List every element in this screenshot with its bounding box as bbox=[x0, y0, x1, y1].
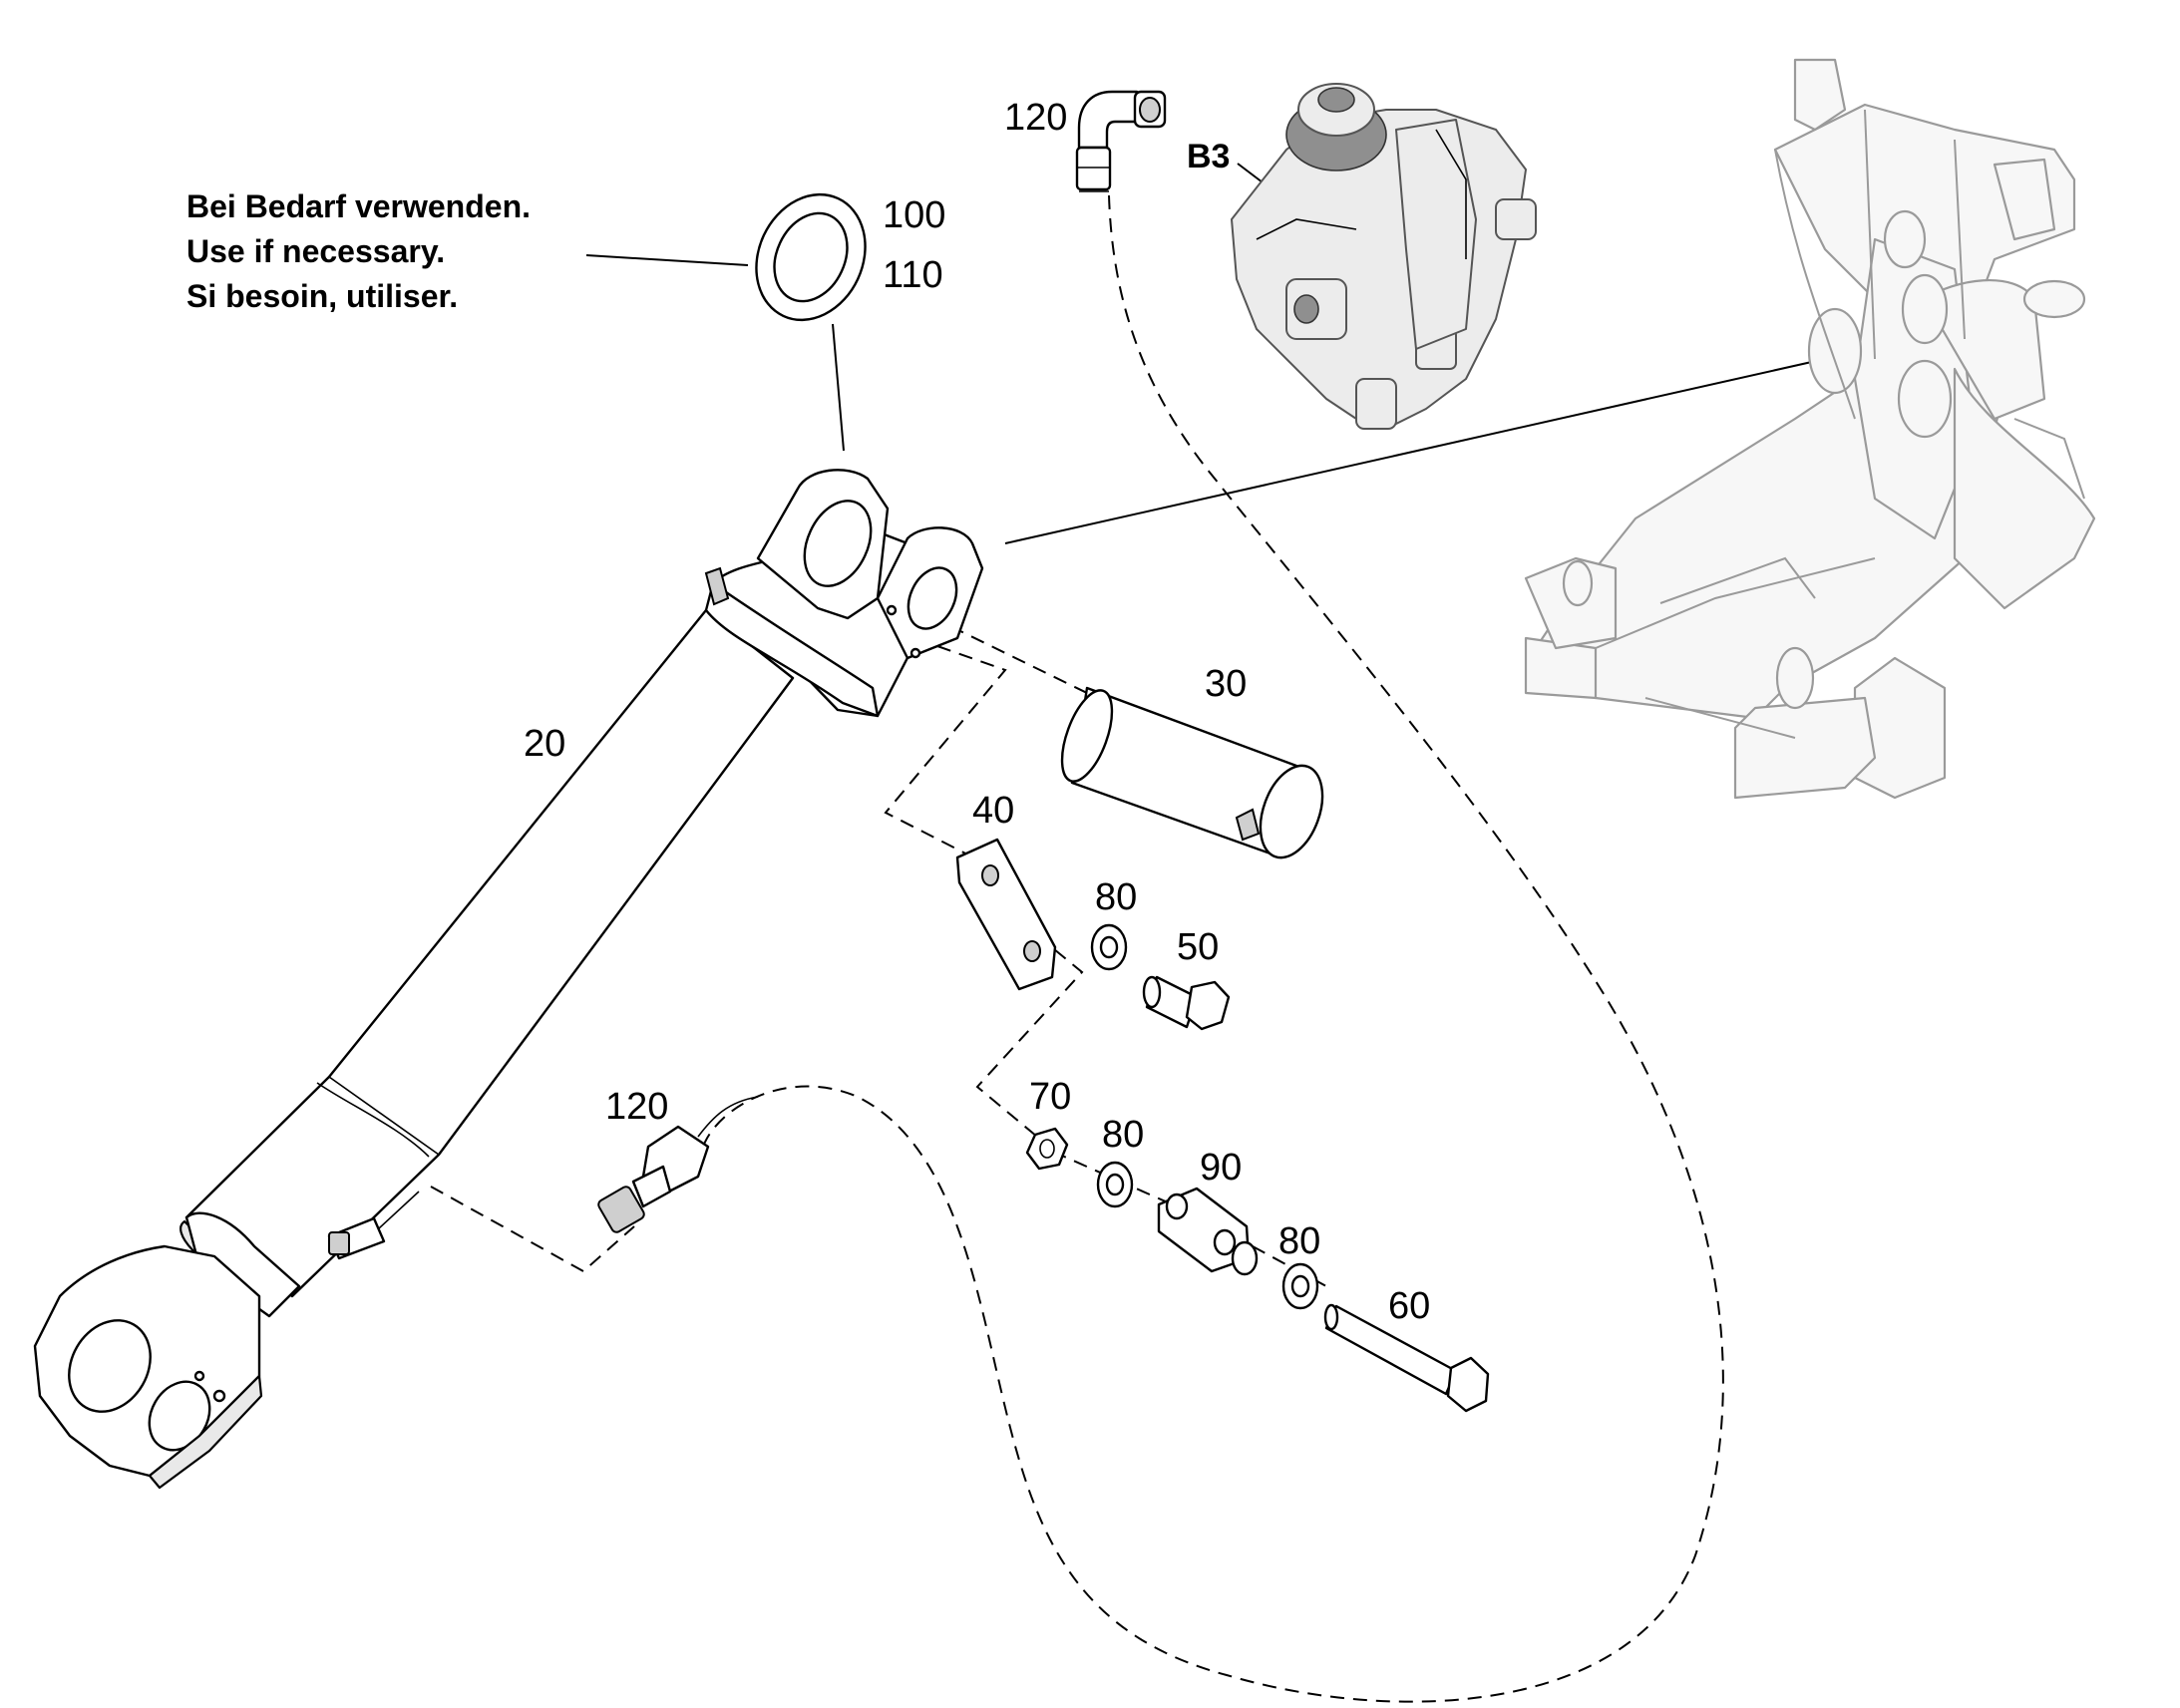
leader-washer-note bbox=[585, 254, 749, 266]
hydraulic-cylinder-20 bbox=[33, 469, 984, 1490]
elbow-fitting-120-top bbox=[1075, 90, 1167, 192]
leader-washer-cylinder bbox=[832, 323, 845, 452]
injection-pump-b3 bbox=[1231, 83, 1537, 430]
nut-70 bbox=[1025, 1127, 1069, 1171]
pin-30 bbox=[1060, 686, 1324, 859]
label-100: 100 bbox=[883, 194, 945, 236]
label-50: 50 bbox=[1177, 926, 1219, 968]
plate-40 bbox=[955, 838, 1057, 991]
fitting-120-middle bbox=[597, 1096, 759, 1233]
label-110: 110 bbox=[883, 254, 943, 296]
label-40: 40 bbox=[972, 790, 1014, 832]
washer-100-110 bbox=[755, 192, 867, 322]
label-60: 60 bbox=[1388, 1285, 1430, 1327]
label-30: 30 bbox=[1205, 663, 1247, 705]
label-20: 20 bbox=[524, 723, 565, 765]
usage-note-en: Use if necessary. bbox=[186, 233, 446, 269]
bolt-50 bbox=[1142, 975, 1231, 1031]
washer-80-b bbox=[1096, 1161, 1134, 1208]
leader-fitting-dashed bbox=[430, 1186, 635, 1273]
washer-80-c bbox=[1281, 1262, 1319, 1310]
usage-note-fr: Si besoin, utiliser. bbox=[186, 278, 459, 314]
label-120-top: 120 bbox=[1004, 97, 1067, 139]
leader-bolt50-dashed bbox=[975, 934, 1084, 1138]
label-120-middle: 120 bbox=[605, 1086, 668, 1128]
usage-note: Bei Bedarf verwenden. Use if necessary. … bbox=[186, 184, 531, 319]
label-80-c: 80 bbox=[1278, 1220, 1320, 1262]
usage-note-de: Bei Bedarf verwenden. bbox=[186, 188, 531, 224]
label-b3: B3 bbox=[1187, 138, 1230, 175]
loader-frame bbox=[1524, 58, 2096, 800]
leader-frame-mount bbox=[1004, 358, 1826, 544]
hose-route-main bbox=[702, 194, 1724, 1703]
label-80-b: 80 bbox=[1102, 1114, 1144, 1156]
label-70: 70 bbox=[1029, 1076, 1071, 1118]
leader-plate-dashed bbox=[884, 645, 1007, 861]
label-80-a: 80 bbox=[1095, 876, 1137, 918]
washer-80-a bbox=[1090, 923, 1128, 971]
label-90: 90 bbox=[1200, 1147, 1242, 1189]
clamp-90 bbox=[1157, 1187, 1259, 1276]
bolt-60 bbox=[1323, 1303, 1490, 1413]
